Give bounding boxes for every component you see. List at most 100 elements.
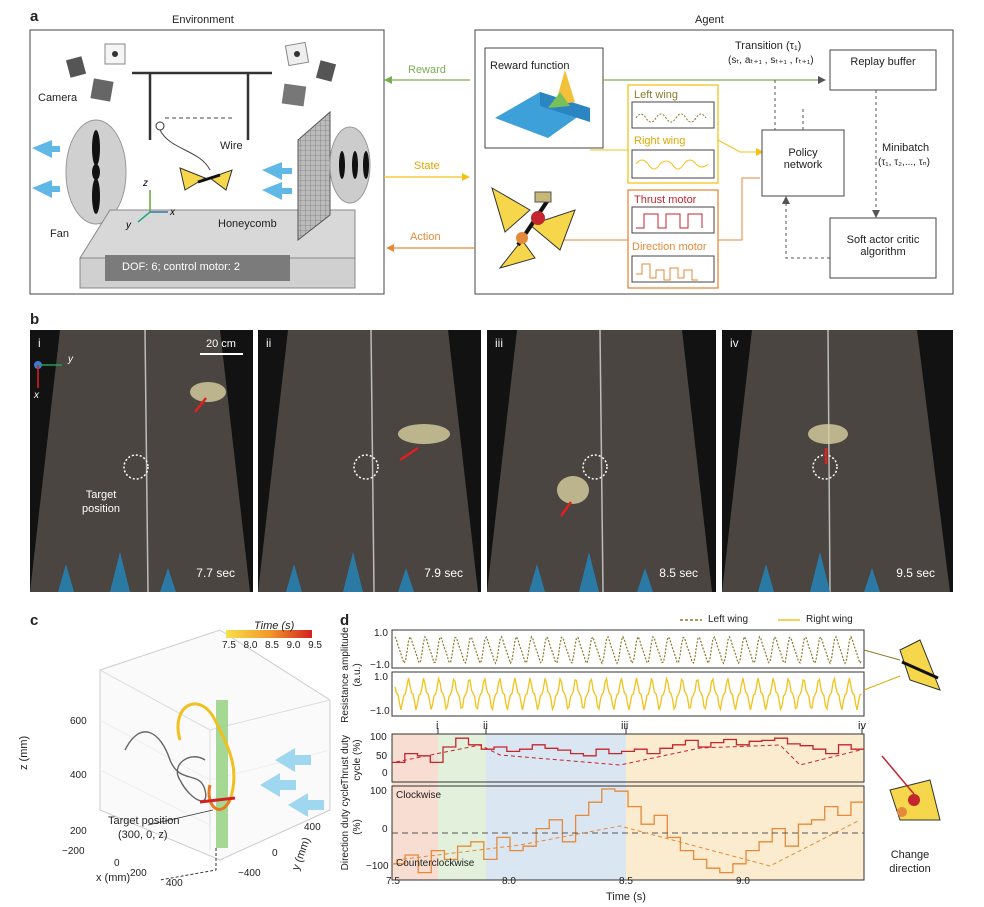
transition-label: Transition (τ₁) <box>735 40 802 52</box>
panel-a-figure: z x y <box>29 29 954 295</box>
res-tick: −1.0 <box>370 660 390 671</box>
svg-text:y: y <box>125 220 132 231</box>
colorbar-title: Time (s) <box>254 620 295 632</box>
thrust-tick: 50 <box>376 751 388 762</box>
minibatch-label: Minibatch <box>882 142 930 154</box>
d-x-ticks: 7.5 8.0 8.5 9.0 <box>386 876 866 890</box>
fan-label: Fan <box>50 228 69 240</box>
legend-left-wing: Left wing <box>680 614 748 625</box>
left-wing-axes <box>391 629 865 669</box>
fan-icon <box>65 119 127 225</box>
svg-text:x: x <box>169 207 176 218</box>
policy-network-label: Policy network <box>783 147 823 171</box>
target-label-c: Target position <box>108 815 180 827</box>
x-tick: −200 <box>62 846 85 857</box>
thrust-tick: 100 <box>370 732 387 743</box>
frame-roman: iv <box>730 336 739 350</box>
z-tick: 600 <box>70 716 87 727</box>
phase-band <box>486 734 626 880</box>
honeycomb-label: Honeycomb <box>218 218 277 230</box>
photo-frame-1: i 7.7 sec 20 cm y x Target position <box>30 330 253 592</box>
camera-label: Camera <box>38 92 78 104</box>
frame-time: 8.5 sec <box>659 566 698 580</box>
z-tick: 400 <box>70 770 87 781</box>
frame-roman: i <box>38 336 41 350</box>
change-direction-label: Change direction <box>889 849 931 875</box>
marker-iii: iii <box>621 720 629 732</box>
resistance-ylabel: Resistance amplitude (a.u.) <box>340 627 363 723</box>
thrust-ylabel: Thrust duty cycle (%) <box>340 734 363 786</box>
right-wing-label: Right wing <box>634 135 686 147</box>
x-tick: 200 <box>130 868 147 879</box>
dir-tick: 0 <box>382 824 388 835</box>
photo-frame-2: ii 7.9 sec <box>258 330 481 592</box>
left-wing-signal <box>394 635 863 665</box>
colorbar-tick: 7.5 <box>222 640 236 651</box>
clockwise-label: Clockwise <box>396 790 442 801</box>
x-tick: 400 <box>166 878 183 889</box>
environment-box <box>29 29 385 295</box>
y-tick: 400 <box>304 822 321 833</box>
right-wing-signal <box>394 676 862 712</box>
pointer-line <box>863 649 901 661</box>
marker-iv: iv <box>858 720 866 732</box>
x-axis-label: x (mm) <box>96 872 131 884</box>
legend-left-label: Left wing <box>708 614 749 625</box>
replay-buffer-label: Replay buffer <box>850 56 916 68</box>
panel-a-label: a <box>30 8 39 25</box>
camera-icon <box>65 41 337 107</box>
reward-function-label: Reward function <box>490 60 570 72</box>
frame-roman: ii <box>266 336 272 350</box>
res-tick: 1.0 <box>374 672 388 683</box>
legend-right-wing: Right wing <box>778 614 853 625</box>
wire-label: Wire <box>220 140 243 152</box>
d-x-tick: 7.5 <box>386 876 400 887</box>
state-label: State <box>414 160 440 172</box>
counterclockwise-label: Counterclockwise <box>396 858 475 869</box>
colorbar-tick: 9.0 <box>286 640 301 651</box>
agent-box <box>474 29 954 295</box>
panel-c-label: c <box>30 612 39 629</box>
colorbar-tick: 8.0 <box>243 640 258 651</box>
legend-right-label: Right wing <box>806 614 853 625</box>
axis-x-label: x <box>34 390 39 401</box>
photo-frame-4: iv 9.5 sec <box>722 330 953 592</box>
thrust-step <box>392 737 864 764</box>
phase-band <box>438 734 486 880</box>
marker-i: i <box>436 720 439 732</box>
transition-tuple: (sₜ, aₜ₊₁ , sₜ₊₁ , rₜ₊₁) <box>728 55 814 66</box>
y-tick: −400 <box>238 868 261 879</box>
dir-tick: 100 <box>370 786 387 797</box>
frame-roman: iii <box>495 336 503 350</box>
direction-motor-label: Direction motor <box>632 241 707 253</box>
agent-title: Agent <box>695 14 724 26</box>
sac-label: Soft actor critic algorithm <box>846 234 920 258</box>
dir-tick: −100 <box>366 861 389 872</box>
marker-ii: ii <box>483 720 488 732</box>
left-wing-label: Left wing <box>634 89 679 101</box>
scale-bar-label: 20 cm <box>206 338 236 350</box>
reward-label: Reward <box>408 64 446 76</box>
target-coord-c: (300, 0, z) <box>118 829 168 841</box>
axis-y-label: y <box>68 354 73 365</box>
x-tick: 0 <box>114 858 120 869</box>
minibatch-tuple: (τ₁, τ₂,..., τₙ) <box>878 157 930 168</box>
thrust-motor-label: Thrust motor <box>634 194 697 206</box>
thrust-arrow <box>881 755 915 795</box>
robot-icon <box>179 167 233 191</box>
colorbar-tick: 8.5 <box>265 640 279 651</box>
d-x-tick: 8.5 <box>619 876 633 887</box>
panel-d-label: d <box>340 612 350 629</box>
photo-frame-3: iii 8.5 sec <box>487 330 716 592</box>
thrust-trend <box>395 744 861 766</box>
panel-c-3d-plot <box>99 629 331 881</box>
panel-b-label: b <box>30 311 40 328</box>
d-x-tick: 9.0 <box>736 876 750 887</box>
target-position-label: Target position <box>82 489 120 515</box>
d-x-tick: 8.0 <box>502 876 516 887</box>
res-tick: −1.0 <box>370 706 390 717</box>
direction-motor-icon <box>897 807 907 817</box>
colorbar-ticks: 7.5 8.0 8.5 9.0 9.5 <box>222 640 322 651</box>
res-tick: 1.0 <box>374 628 388 639</box>
colorbar-tick: 9.5 <box>308 640 322 651</box>
